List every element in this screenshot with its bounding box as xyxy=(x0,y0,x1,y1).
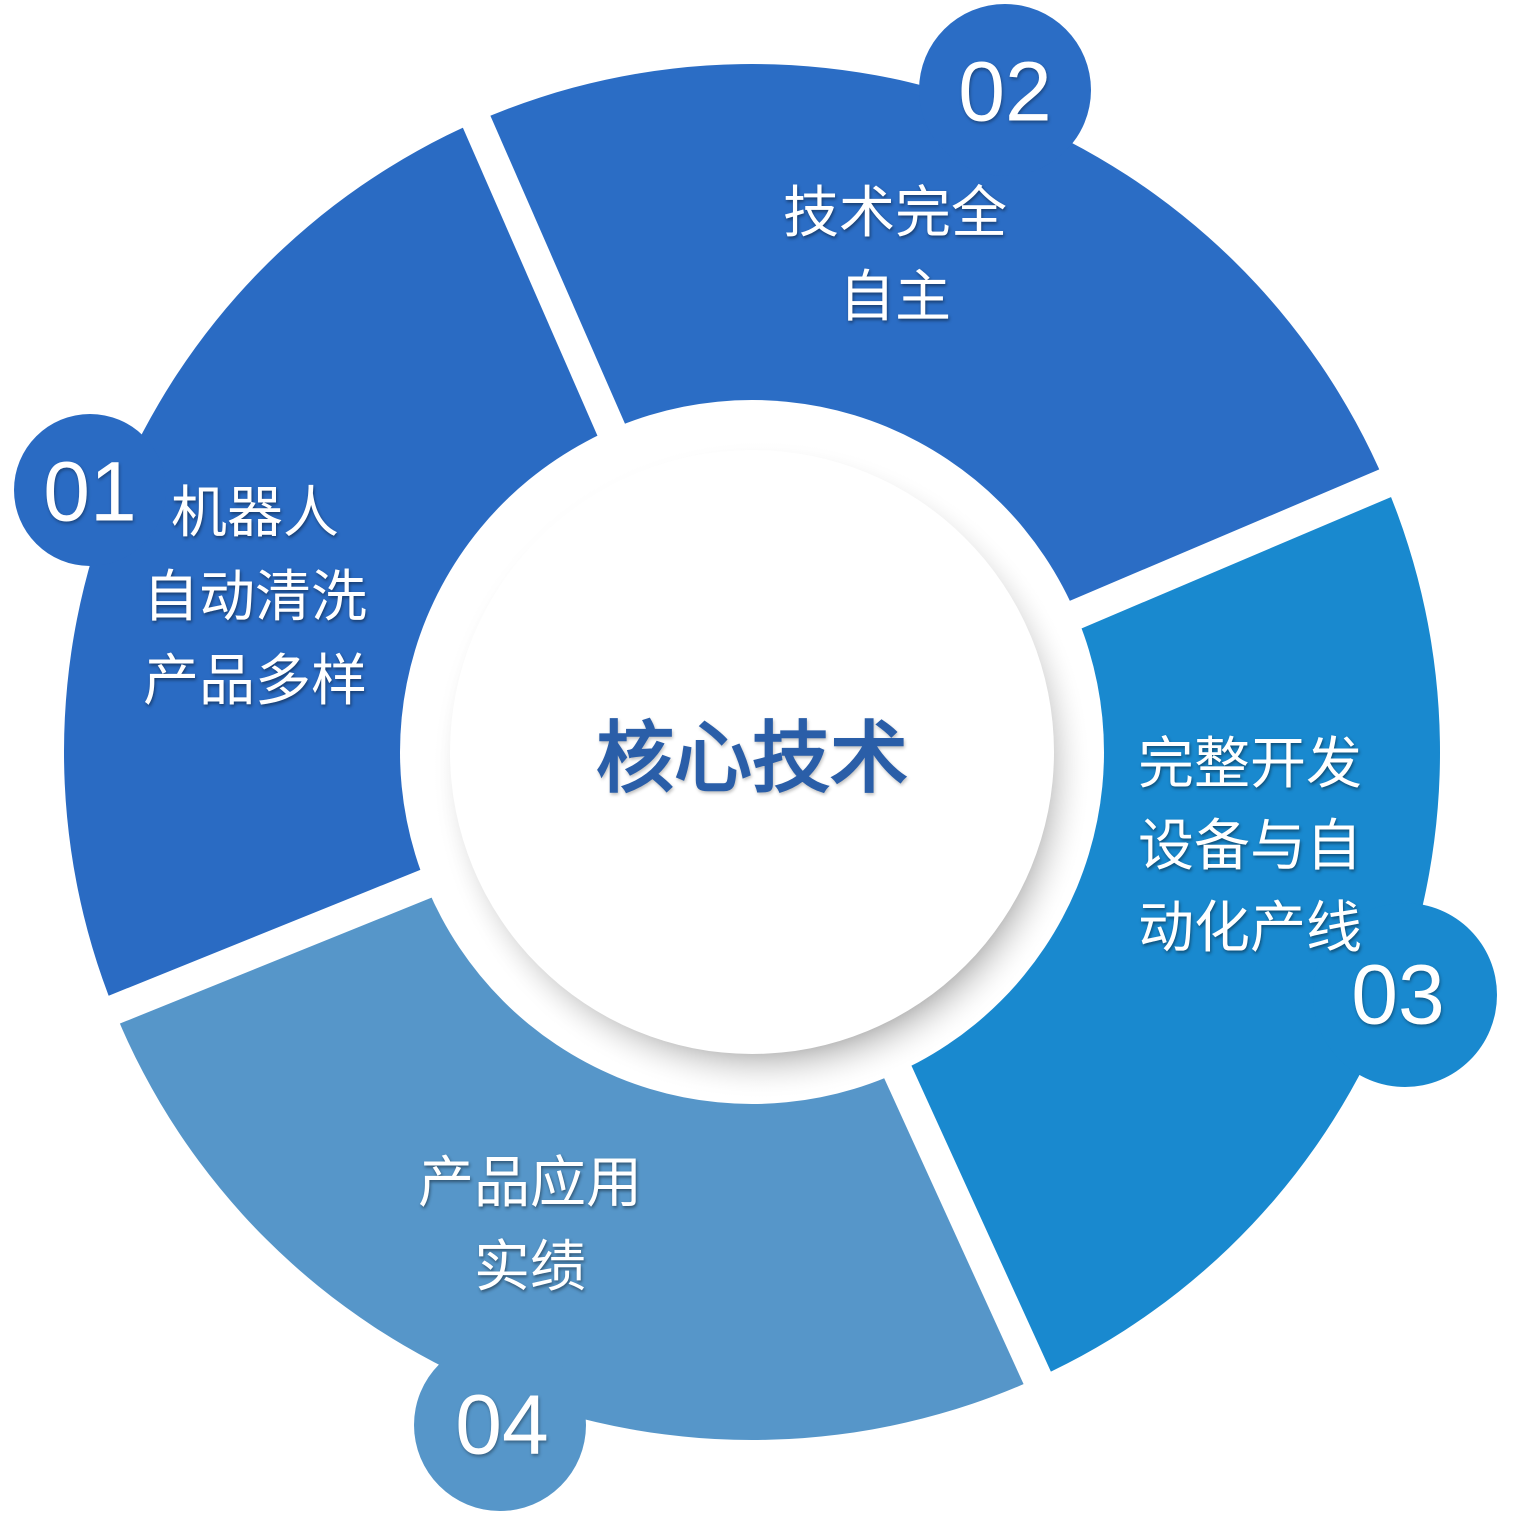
segment-gap xyxy=(89,865,443,1032)
segment-03-badge xyxy=(1313,903,1497,1087)
segment-02 xyxy=(476,64,1386,616)
segment-01-number: 01 xyxy=(43,444,137,539)
segment-04-number: 04 xyxy=(455,1377,549,1472)
label-line: 实绩 xyxy=(474,1235,586,1300)
label-line: 自动清洗 xyxy=(143,565,367,630)
segment-02-number: 02 xyxy=(958,44,1052,139)
segment-01-label: 机器人 自动清洗 产品多样 xyxy=(143,472,367,724)
segment-04-badge xyxy=(414,1339,586,1511)
center-title: 核心技术 xyxy=(595,714,909,804)
segment-04 xyxy=(114,883,1038,1440)
label-line: 完整开发 xyxy=(1138,732,1362,797)
center-circle xyxy=(450,450,1054,1054)
segment-02-label: 技术完全 自主 xyxy=(783,172,1007,340)
label-line: 设备与自 xyxy=(1138,814,1362,879)
segment-04-label: 产品应用 实绩 xyxy=(418,1142,642,1310)
label-line: 自主 xyxy=(839,265,951,330)
segment-03-label: 完整开发 设备与自 动化产线 xyxy=(1138,724,1362,970)
label-line: 产品应用 xyxy=(418,1151,642,1216)
segment-gap xyxy=(454,97,630,447)
segment-01-badge xyxy=(14,414,166,566)
segment-01 xyxy=(64,121,612,1010)
label-line: 动化产线 xyxy=(1138,896,1362,961)
segment-03 xyxy=(897,483,1440,1379)
segment-gap xyxy=(879,1055,1060,1403)
segment-gap xyxy=(1059,461,1410,633)
segment-03-number: 03 xyxy=(1351,947,1445,1042)
label-line: 技术完全 xyxy=(783,181,1007,246)
segment-02-badge xyxy=(919,4,1091,176)
label-line: 机器人 xyxy=(171,481,339,546)
label-line: 产品多样 xyxy=(143,649,367,714)
